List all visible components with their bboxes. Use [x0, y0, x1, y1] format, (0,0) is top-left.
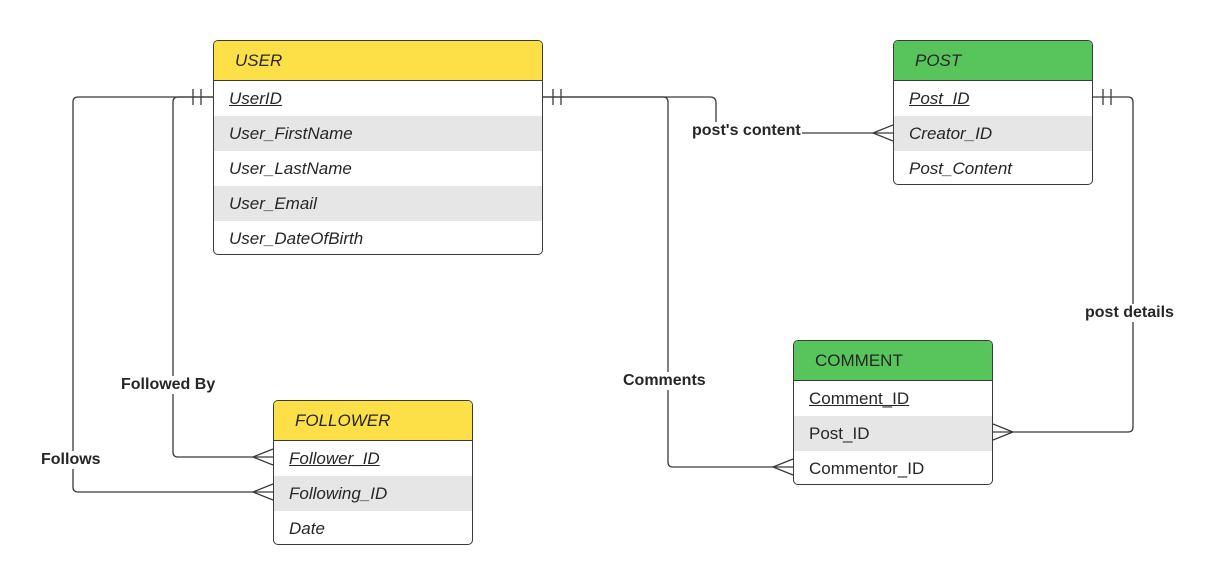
crows-foot [251, 483, 274, 501]
label-posts-content: post's content [691, 122, 802, 140]
post-field-post-content: Post_Content [909, 159, 1013, 178]
follower-entity-title: FOLLOWER [274, 401, 472, 441]
comment-field-commentor-id: Commentor_ID [809, 459, 925, 478]
follower-entity[interactable]: FOLLOWER Follower_ID Following_ID Date [273, 400, 473, 545]
comment-field-comment-id: Comment_ID [809, 389, 910, 408]
comment-field-post-id: Post_ID [794, 416, 992, 451]
follower-field-following-id: Following_ID [274, 476, 472, 511]
label-followed-by: Followed By [120, 376, 217, 394]
follower-field-date: Date [289, 519, 325, 538]
user-field-lastname: User_LastName [229, 159, 352, 178]
label-follows: Follows [40, 451, 102, 469]
post-entity-title: POST [894, 41, 1092, 81]
post-entity[interactable]: POST Post_ID Creator_ID Post_Content [893, 40, 1093, 185]
follower-field-follower-id: Follower_ID [289, 449, 380, 468]
crows-foot [871, 124, 894, 142]
user-field-dateofbirth: User_DateOfBirth [229, 229, 364, 248]
user-entity[interactable]: USER UserID User_FirstName User_LastName… [213, 40, 543, 255]
crows-foot [992, 423, 1015, 441]
comments-line [543, 96, 793, 468]
comment-entity[interactable]: COMMENT Comment_ID Post_ID Commentor_ID [793, 340, 993, 485]
comment-entity-title: COMMENT [794, 341, 992, 381]
post-field-creator-id: Creator_ID [894, 116, 1092, 151]
post-details-line [993, 96, 1134, 433]
user-field-firstname: User_FirstName [214, 116, 542, 151]
posts-content-line [543, 96, 893, 134]
follows-line [72, 96, 273, 493]
post-field-post-id: Post_ID [909, 89, 970, 108]
crows-foot [251, 448, 274, 466]
label-comments: Comments [622, 372, 707, 390]
label-post-details: post details [1084, 304, 1175, 322]
user-field-userid: UserID [229, 89, 282, 108]
user-field-email: User_Email [214, 186, 542, 221]
crows-foot [771, 458, 794, 476]
user-entity-title: USER [214, 41, 542, 81]
